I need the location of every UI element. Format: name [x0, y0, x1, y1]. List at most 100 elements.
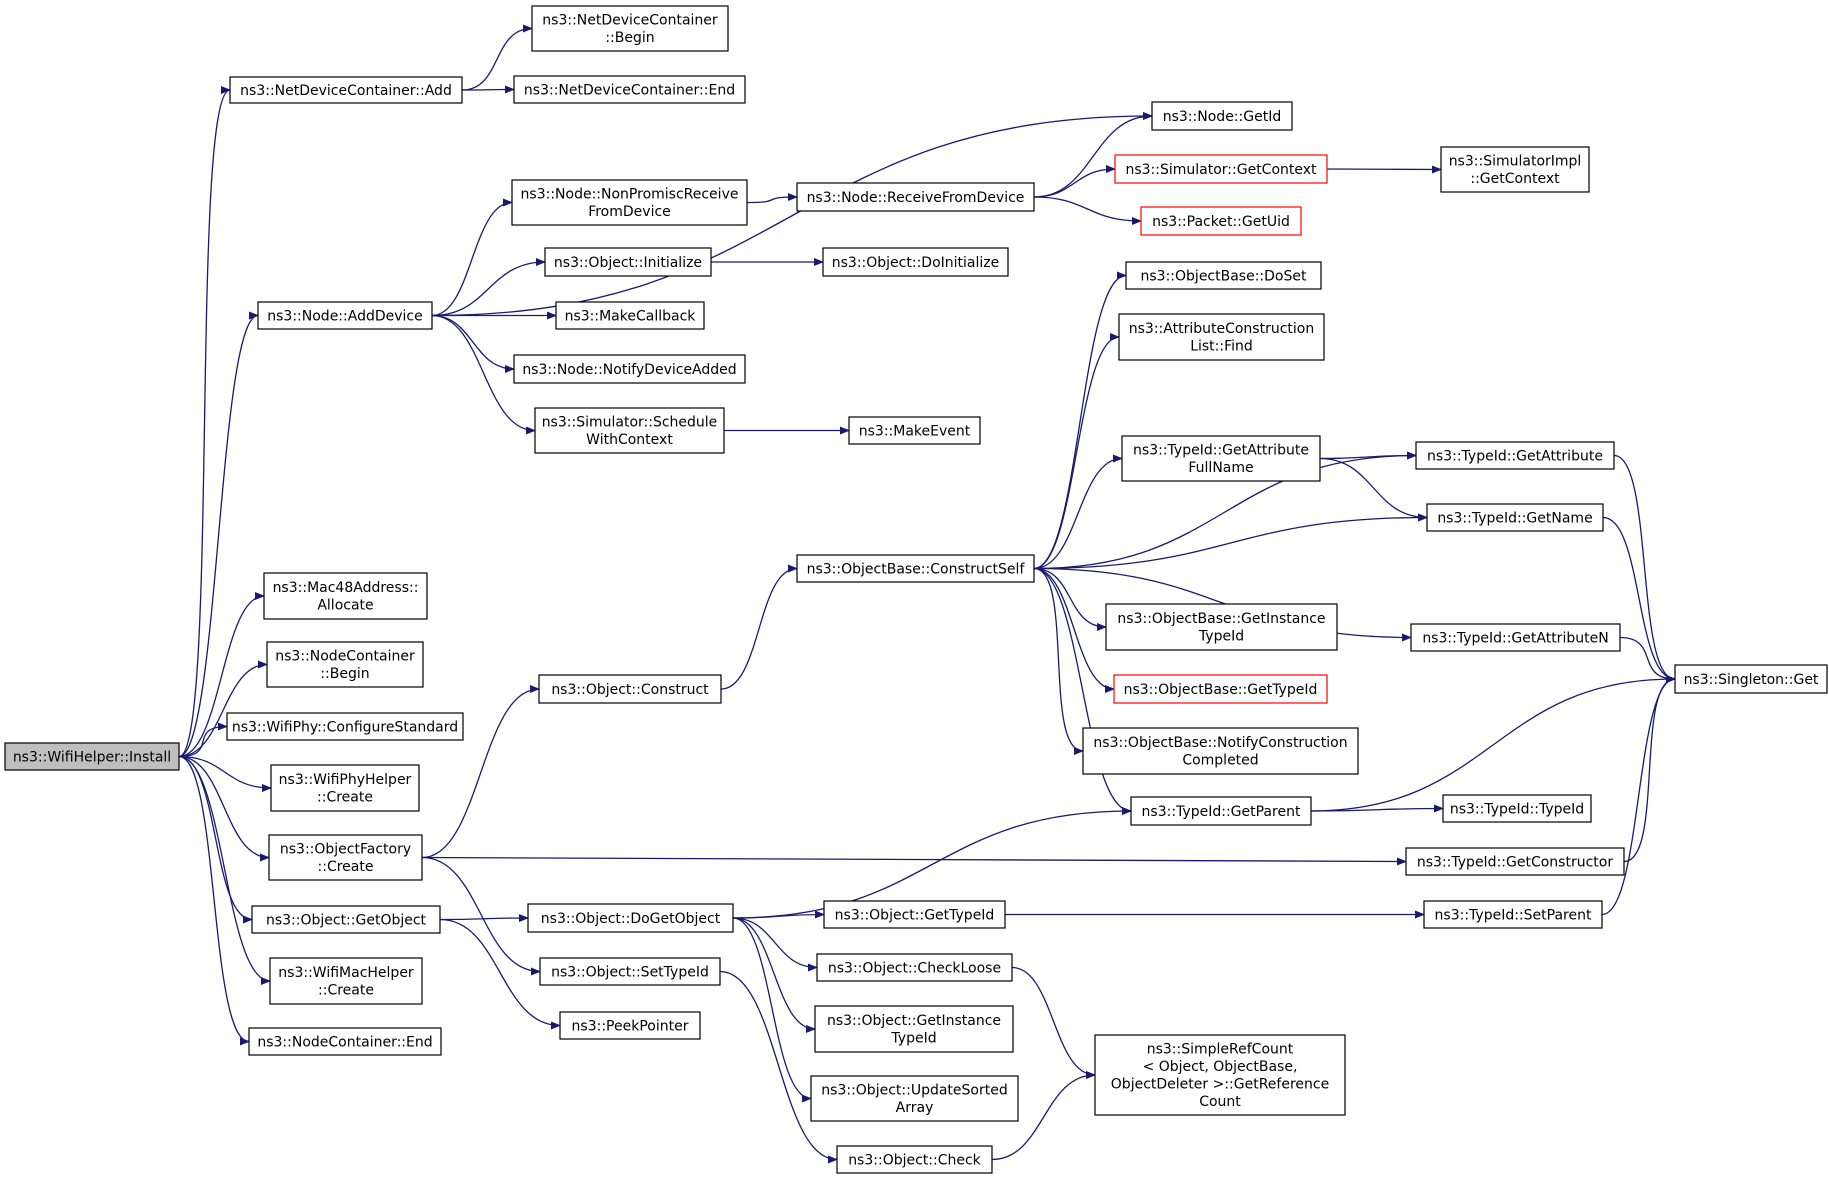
node-label: Allocate — [317, 598, 373, 614]
node-tid-getattr[interactable]: ns3::TypeId::GetAttribute — [1415, 441, 1615, 470]
node-simimpl-getcontext[interactable]: ns3::SimulatorImpl::GetContext — [1440, 146, 1590, 193]
node-ob-notifyconstruction[interactable]: ns3::ObjectBase::NotifyConstructionCompl… — [1082, 727, 1359, 775]
node-install[interactable]: ns3::WifiHelper::Install — [4, 742, 180, 771]
node-obj-initialize[interactable]: ns3::Object::Initialize — [544, 247, 712, 277]
node-wifiphy-configure[interactable]: ns3::WifiPhy::ConfigureStandard — [226, 712, 464, 741]
node-obj-doinitialize[interactable]: ns3::Object::DoInitialize — [822, 247, 1009, 277]
node-packet-getuid[interactable]: ns3::Packet::GetUid — [1140, 206, 1302, 236]
node-box — [822, 247, 1009, 277]
node-makeevent[interactable]: ns3::MakeEvent — [848, 416, 981, 445]
node-wifiphyhelper-create[interactable]: ns3::WifiPhyHelper::Create — [270, 764, 420, 812]
node-tid-getconstructor[interactable]: ns3::TypeId::GetConstructor — [1405, 847, 1625, 876]
node-tid-getattrn[interactable]: ns3::TypeId::GetAttributeN — [1410, 623, 1621, 652]
edge-obj-dogetobject-to-obj-checkloose — [732, 917, 818, 972]
node-box — [814, 1005, 1014, 1053]
node-box — [263, 572, 428, 620]
node-nc-end[interactable]: ns3::NodeContainer::End — [248, 1027, 442, 1056]
node-makecallback[interactable]: ns3::MakeCallback — [555, 301, 705, 330]
node-ndc-end[interactable]: ns3::NetDeviceContainer::End — [513, 75, 746, 104]
edge-install-to-objfactory-create — [178, 755, 270, 862]
edge-ndc-add-to-ndc-begin — [461, 24, 533, 91]
node-box — [1442, 794, 1592, 823]
node-label: ns3::ObjectBase::GetInstance — [1117, 611, 1325, 627]
node-label: ns3::WifiPhyHelper — [279, 772, 412, 788]
edge-tid-getattrn-to-singleton-get — [1619, 636, 1676, 683]
node-obj-check[interactable]: ns3::Object::Check — [836, 1145, 993, 1174]
edge-node-nonpromisc-to-node-receive — [746, 193, 798, 204]
edge-ob-constructself-to-tid-getattrn — [1033, 567, 1412, 642]
edge-obj-settypeid-to-obj-check — [719, 970, 838, 1164]
node-ob-doset[interactable]: ns3::ObjectBase::DoSet — [1125, 261, 1322, 290]
node-sim-getcontext[interactable]: ns3::Simulator::GetContext — [1114, 154, 1328, 184]
node-label: Completed — [1182, 753, 1258, 769]
node-obj-gettypeid[interactable]: ns3::Object::GetTypeId — [823, 900, 1006, 929]
node-box — [836, 1145, 993, 1174]
node-wifimachelper-create[interactable]: ns3::WifiMacHelper::Create — [269, 957, 423, 1005]
edge-tid-getname-to-singleton-get — [1602, 516, 1676, 683]
node-peekpointer[interactable]: ns3::PeekPointer — [559, 1011, 701, 1040]
node-label: ns3::TypeId::SetParent — [1435, 907, 1592, 923]
edge-obj-dogetobject-to-obj-updatesorted — [732, 917, 812, 1103]
node-objfactory-create[interactable]: ns3::ObjectFactory::Create — [268, 834, 423, 881]
node-tid-typeid[interactable]: ns3::TypeId::TypeId — [1442, 794, 1592, 823]
node-label: < Object, ObjectBase, — [1143, 1059, 1298, 1075]
node-ndc-add[interactable]: ns3::NetDeviceContainer::Add — [229, 76, 463, 104]
node-obj-construct[interactable]: ns3::Object::Construct — [538, 674, 722, 704]
node-label: ns3::ObjectBase::DoSet — [1141, 268, 1307, 284]
node-label: ns3::MakeEvent — [859, 423, 971, 439]
node-mac48-allocate[interactable]: ns3::Mac48Address::Allocate — [263, 572, 428, 620]
node-obj-checkloose[interactable]: ns3::Object::CheckLoose — [816, 953, 1013, 982]
node-box — [1423, 900, 1603, 929]
node-label: ns3::TypeId::GetParent — [1142, 804, 1301, 820]
edge-ob-constructself-to-ob-doset — [1033, 271, 1127, 570]
edges-layer — [178, 24, 1676, 1164]
node-ndc-begin[interactable]: ns3::NetDeviceContainer::Begin — [531, 5, 729, 52]
edge-obj-check-to-simplerefcount — [991, 1071, 1096, 1161]
node-simplerefcount[interactable]: ns3::SimpleRefCount< Object, ObjectBase,… — [1094, 1034, 1346, 1116]
node-ob-gettypeid[interactable]: ns3::ObjectBase::GetTypeId — [1113, 674, 1328, 704]
edge-obj-getobject-to-peekpointer — [439, 918, 561, 1030]
node-label: ObjectDeleter >::GetReference — [1111, 1077, 1329, 1093]
node-node-receive[interactable]: ns3::Node::ReceiveFromDevice — [796, 182, 1035, 212]
nodes-layer: ns3::WifiHelper::Install ns3::NetDeviceCo… — [4, 5, 1828, 1174]
node-tid-getname[interactable]: ns3::TypeId::GetName — [1426, 503, 1604, 532]
node-obj-dogetobject[interactable]: ns3::Object::DoGetObject — [527, 903, 734, 933]
node-tid-getparent[interactable]: ns3::TypeId::GetParent — [1130, 796, 1312, 826]
node-obj-getobject[interactable]: ns3::Object::GetObject — [251, 905, 441, 934]
node-label: ns3::TypeId::GetAttribute — [1133, 443, 1309, 459]
edge-install-to-node-adddevice — [178, 311, 259, 758]
node-box — [4, 742, 180, 771]
node-label: ns3::NetDeviceContainer — [542, 13, 718, 29]
node-label: ns3::TypeId::TypeId — [1450, 801, 1584, 817]
node-node-getid[interactable]: ns3::Node::GetId — [1151, 101, 1293, 131]
node-label: ns3::PeekPointer — [572, 1018, 689, 1034]
node-nc-begin[interactable]: ns3::NodeContainer::Begin — [266, 641, 424, 688]
node-label: ns3::Object::Initialize — [554, 255, 702, 271]
edge-node-adddevice-to-sim-schedule — [431, 314, 536, 435]
node-label: ns3::Singleton::Get — [1684, 672, 1819, 688]
node-box — [1415, 441, 1615, 470]
node-node-adddevice[interactable]: ns3::Node::AddDevice — [257, 301, 433, 330]
node-label: WithContext — [586, 432, 673, 448]
edge-objfactory-create-to-obj-construct — [421, 685, 540, 859]
node-label: Array — [896, 1100, 934, 1116]
node-box — [1121, 435, 1321, 482]
edge-install-to-mac48-allocate — [178, 592, 265, 758]
edge-ob-constructself-to-tid-getattrfull — [1033, 454, 1123, 570]
node-ob-constructself[interactable]: ns3::ObjectBase::ConstructSelf — [796, 554, 1035, 583]
node-label: ns3::SimulatorImpl — [1449, 154, 1582, 170]
node-box — [555, 301, 705, 330]
node-label: List::Find — [1190, 339, 1253, 355]
node-singleton-get[interactable]: ns3::Singleton::Get — [1674, 664, 1828, 694]
node-obj-settypeid[interactable]: ns3::Object::SetTypeId — [539, 957, 721, 986]
node-node-notify[interactable]: ns3::Node::NotifyDeviceAdded — [513, 354, 746, 384]
node-tid-setparent[interactable]: ns3::TypeId::SetParent — [1423, 900, 1603, 929]
edge-ob-constructself-to-tid-getattr — [1033, 451, 1417, 570]
